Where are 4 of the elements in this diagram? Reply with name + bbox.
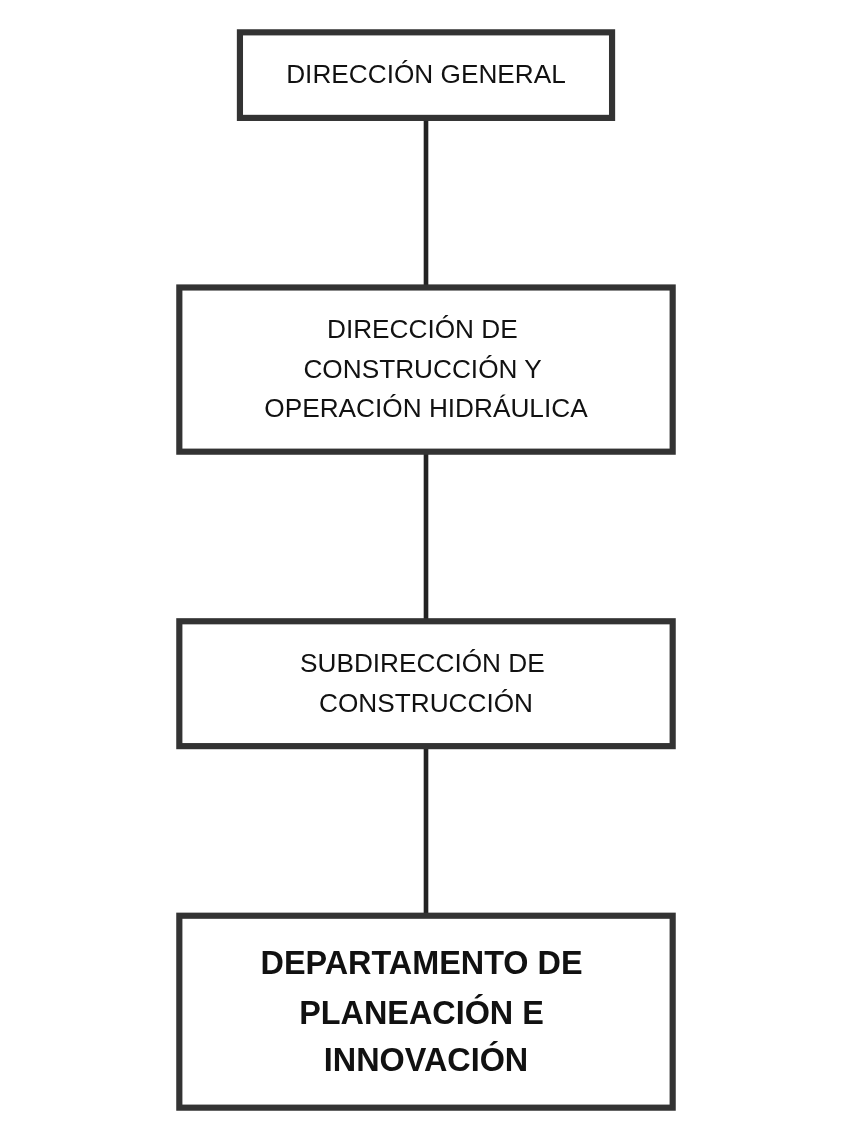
node-box: DIRECCIÓN DE CONSTRUCCIÓN Y OPERACIÓN HIDRÁULICA (176, 283, 676, 455)
node-box: DIRECCIÓN GENERAL (236, 28, 616, 121)
node-box: SUBDIRECCIÓN DE CONSTRUCCIÓN (176, 617, 676, 749)
node-box: DEPARTAMENTO DE PLANEACIÓN E INNOVACIÓN (176, 912, 676, 1111)
